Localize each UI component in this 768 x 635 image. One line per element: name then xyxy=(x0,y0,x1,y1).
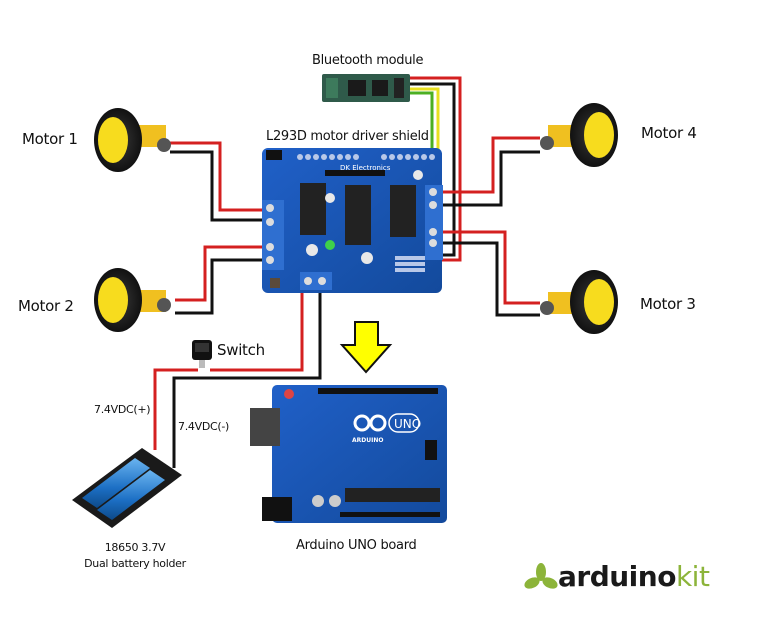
wire-motor1-black xyxy=(170,150,268,222)
brand-name-dark: arduino xyxy=(558,560,676,593)
bluetooth-module xyxy=(322,74,410,102)
wire-motor2-black xyxy=(175,258,268,315)
arduino-uno-board: UNO ARDUINO xyxy=(250,385,447,523)
motor-1-label: Motor 1 xyxy=(22,130,78,148)
wire-motor4-red xyxy=(440,136,540,194)
arduino-logo-label: ARDUINO xyxy=(352,437,383,444)
wire-power-positive xyxy=(153,368,198,450)
wire-motor2-red xyxy=(175,245,268,302)
motor-2-graphic xyxy=(94,268,171,332)
wire-bt-red xyxy=(410,76,462,262)
motor-1-graphic xyxy=(94,108,171,172)
wire-power-negative xyxy=(172,280,322,468)
arduino-infinity-logo xyxy=(353,414,387,432)
bluetooth-module-label: Bluetooth module xyxy=(312,53,424,68)
motor-2-label: Motor 2 xyxy=(18,297,74,315)
wire-motor3-black xyxy=(440,241,540,317)
bluetooth-wires xyxy=(410,76,462,262)
motor-4-label: Motor 4 xyxy=(641,124,697,142)
negative-voltage-label: 7.4VDC(-) xyxy=(178,420,230,433)
wire-motor1-red xyxy=(170,141,268,212)
wire-bt-green xyxy=(410,91,434,150)
down-arrow xyxy=(339,321,393,374)
shield-brand-label: DK Electronics xyxy=(340,164,391,172)
switch-label: Switch xyxy=(217,341,265,359)
arduino-board-label: Arduino UNO board xyxy=(296,538,417,553)
switch-component xyxy=(192,340,212,368)
motor-3-label: Motor 3 xyxy=(640,295,696,313)
battery-holder xyxy=(72,448,182,528)
positive-voltage-label: 7.4VDC(+) xyxy=(94,403,151,416)
arduino-model-label: UNO xyxy=(394,417,421,431)
motor-4-graphic xyxy=(540,103,618,167)
wire-motor3-red xyxy=(440,230,540,305)
leaf-icon xyxy=(524,562,558,589)
wire-power-positive-b xyxy=(153,280,304,450)
brand-name-light: kit xyxy=(675,560,710,593)
battery-label-line1: 18650 3.7V xyxy=(104,541,166,554)
wire-bt-black xyxy=(410,82,456,257)
battery-label-line2: Dual battery holder xyxy=(84,557,186,570)
wire-motor4-black xyxy=(440,150,540,207)
shield-label: L293D motor driver shield xyxy=(266,129,429,144)
wire-bt-yellow xyxy=(410,87,440,150)
motor-shield-board: DK Electronics xyxy=(262,148,443,293)
motor-3-graphic xyxy=(540,270,618,334)
